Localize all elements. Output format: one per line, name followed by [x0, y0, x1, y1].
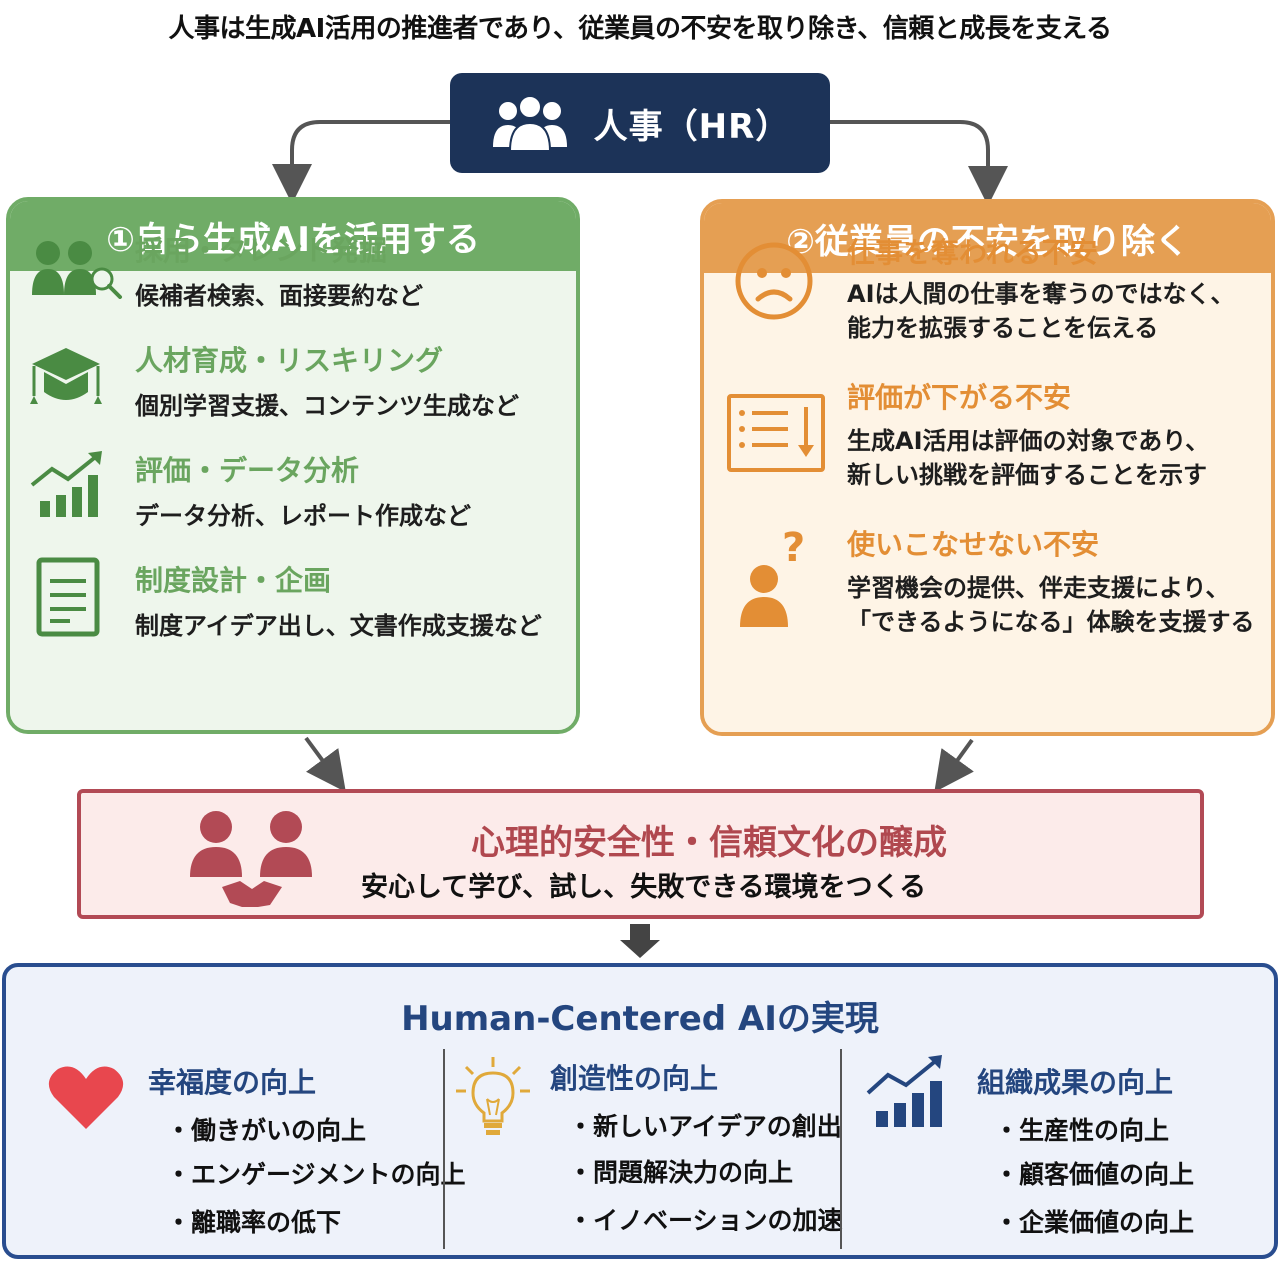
item-title: 使いこなせない不安: [847, 528, 1100, 561]
outcome-title: Human-Centered AIの実現: [401, 999, 879, 1039]
lightbulb-icon: [456, 1057, 530, 1135]
heart-icon: [48, 1066, 124, 1129]
panel-body: 仕事を奪われる不安 AIは人間の仕事を奪うのではなく、 能力を拡張することを伝え…: [704, 236, 1271, 732]
hr-box: 人事（HR）: [450, 73, 830, 173]
item-text: 「できるようになる」体験を支援する: [847, 608, 1255, 636]
panel-body: 採用・タレント発掘 候補者検索、面接要約など 人材育成・リスキリング 個別学習支…: [10, 234, 576, 730]
column-divider: [840, 1049, 842, 1249]
column-item: ・新しいアイデアの創出: [568, 1112, 842, 1141]
question-person-icon: ?: [740, 525, 805, 627]
panel-title: ②従業員の不安を取り除く: [704, 203, 1271, 273]
document-icon: [36, 557, 100, 637]
item-title: 評価・データ分析: [135, 454, 360, 487]
human-centered-ai-box: Human-Centered AIの実現 幸福度の向上 ・働きがいの向上 ・エン…: [2, 963, 1278, 1259]
svg-text:?: ?: [782, 525, 805, 571]
evaluation-list-icon: [727, 394, 825, 472]
item-text: 候補者検索、面接要約など: [135, 282, 423, 310]
employee-anxiety-panel: ②従業員の不安を取り除く 仕事を奪われる不安 AIは人間の仕事を奪うのではなく、…: [700, 199, 1275, 736]
item-text: 個別学習支援、コンテンツ生成など: [135, 392, 519, 420]
growth-chart-icon: [866, 1055, 942, 1127]
sad-face-icon: [735, 242, 813, 320]
column-title: 組織成果の向上: [977, 1066, 1174, 1099]
hr-ai-use-panel: ①自ら生成AIを活用する 採用・タレント発掘 候補者検索、面接要約など 人材育成…: [6, 197, 580, 734]
item-title: 人材育成・リスキリング: [135, 344, 444, 377]
item-title: 仕事を奪われる不安: [847, 236, 1098, 269]
item-text: 学習機会の提供、伴走支援により、: [847, 574, 1230, 602]
item-title: 評価が下がる不安: [847, 381, 1072, 414]
people-group-icon: [492, 95, 567, 152]
column-title: 創造性の向上: [550, 1062, 719, 1095]
item-text: 能力を拡張することを伝える: [847, 314, 1159, 342]
safety-subtitle: 安心して学び、試し、失敗できる環境をつくる: [361, 872, 927, 903]
psychological-safety-box: 心理的安全性・信頼文化の醸成 安心して学び、試し、失敗できる環境をつくる: [77, 789, 1204, 919]
column-item: ・企業価値の向上: [994, 1208, 1195, 1237]
column-title: 幸福度の向上: [148, 1066, 317, 1099]
item-title: 制度設計・企画: [135, 564, 332, 597]
item-text: データ分析、レポート作成など: [135, 502, 471, 530]
item-text: 生成AI活用は評価の対象であり、: [847, 427, 1210, 455]
item-title: 採用・タレント発掘: [135, 234, 388, 267]
column-divider: [443, 1049, 445, 1249]
people-search-icon: [32, 241, 122, 299]
item-text: AIは人間の仕事を奪うのではなく、: [847, 280, 1235, 308]
handshake-people-icon: [190, 811, 312, 907]
graduation-cap-icon: [30, 348, 102, 404]
column-item: ・顧客価値の向上: [994, 1160, 1195, 1189]
hr-label: 人事（HR）: [593, 106, 791, 147]
item-text: 制度アイデア出し、文書作成支援など: [135, 612, 542, 640]
column-item: ・エンゲージメントの向上: [166, 1160, 466, 1189]
column-item: ・生産性の向上: [994, 1116, 1170, 1145]
column-item: ・働きがいの向上: [166, 1116, 367, 1145]
column-item: ・問題解決力の向上: [568, 1158, 794, 1187]
safety-title: 心理的安全性・信頼文化の醸成: [471, 823, 947, 863]
headline: 人事は生成AI活用の推進者であり、従業員の不安を取り除き、信頼と成長を支える: [168, 14, 1112, 44]
panel-title: ①自ら生成AIを活用する: [10, 201, 576, 271]
growth-chart-icon: [30, 451, 102, 517]
item-text: 新しい挑戦を評価することを示す: [847, 461, 1207, 489]
column-item: ・離職率の低下: [166, 1208, 342, 1237]
column-item: ・イノベーションの加速: [568, 1206, 843, 1235]
